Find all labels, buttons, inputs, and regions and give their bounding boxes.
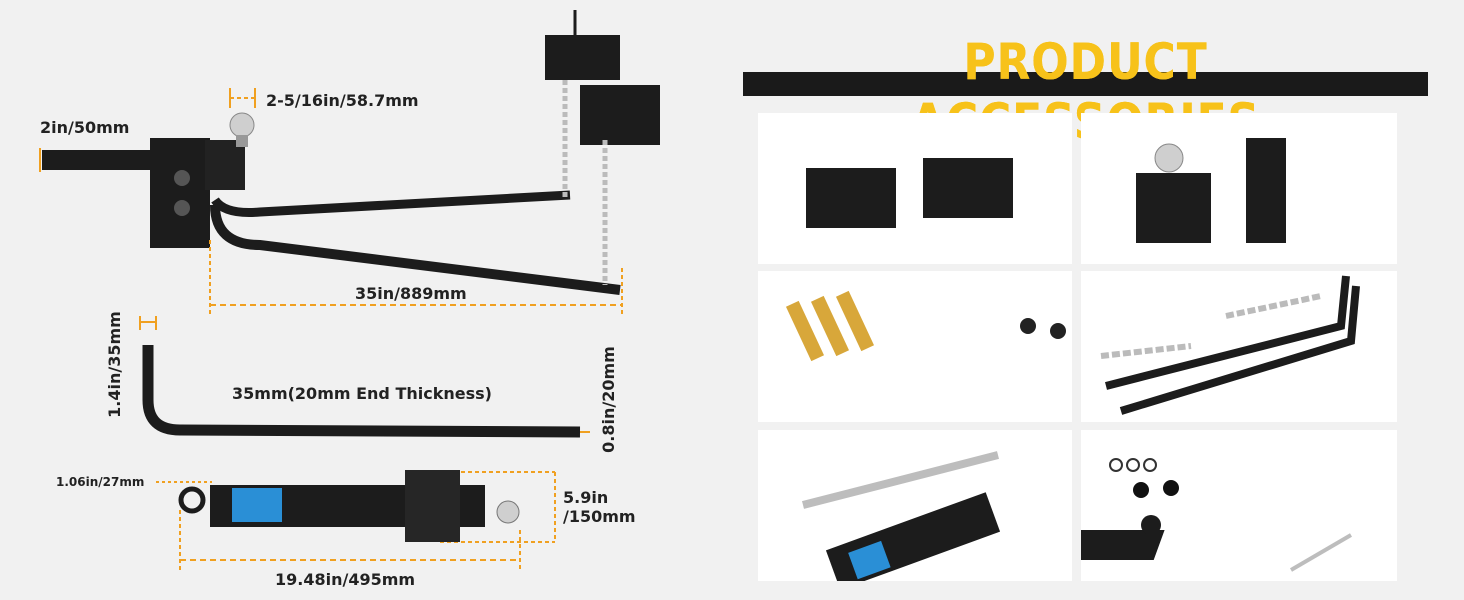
- dim-brace-height-2: /150mm: [563, 507, 636, 526]
- sway-eye: [178, 486, 206, 514]
- dim-bar-top: 1.4in/35mm: [104, 311, 124, 418]
- ball-plate: [1081, 530, 1165, 560]
- dimension-lines: [39, 88, 623, 570]
- washer: [1143, 458, 1157, 472]
- spring-bar-upper: [211, 190, 571, 217]
- tile-hardware-plate: [1081, 430, 1397, 581]
- dimension-diagram: 2-5/16in/58.7mm 2in/50mm 35in/889mm 1.4i…: [39, 10, 660, 589]
- dim-brace-height-1: 5.9in: [563, 488, 609, 507]
- spring-bar: [1105, 275, 1350, 390]
- bracket: [806, 168, 896, 228]
- pin: [1289, 533, 1353, 572]
- dim-bar-thickness: 35mm(20mm End Thickness): [232, 384, 492, 403]
- sway-label: [232, 488, 282, 522]
- ball: [1154, 143, 1184, 173]
- chain: [1225, 293, 1322, 319]
- accessories-panel: PRODUCT ACCESSORIES: [735, 0, 1464, 600]
- bracket: [923, 158, 1013, 218]
- sway-clamp: [405, 470, 460, 542]
- tile-frame-brackets: [758, 113, 1072, 264]
- chain: [1100, 343, 1192, 359]
- washer: [1020, 318, 1036, 334]
- washer: [1050, 323, 1066, 339]
- dim-brace-length: 19.48in/495mm: [275, 570, 416, 589]
- hitch-shank: [42, 150, 182, 170]
- bolt: [810, 295, 850, 357]
- dim-ball-width: 2-5/16in/58.7mm: [266, 91, 419, 110]
- washer: [1126, 458, 1140, 472]
- bolt: [174, 170, 190, 186]
- dim-bar-length: 35in/889mm: [355, 284, 467, 303]
- sway-label: [848, 540, 891, 580]
- tile-bolts-kit: [758, 271, 1072, 422]
- washer: [1133, 482, 1149, 498]
- plate-ball: [1141, 515, 1161, 535]
- tile-hitch-head: [1081, 113, 1397, 264]
- shank: [1246, 138, 1286, 243]
- ball-mount: [205, 140, 245, 190]
- tile-chains-bars: [1081, 271, 1397, 422]
- spring-bar-lower: [210, 204, 621, 295]
- ball-neck: [236, 135, 248, 147]
- tile-sway-control: [758, 430, 1072, 581]
- title-bar: [743, 72, 1428, 96]
- washer: [1109, 458, 1123, 472]
- dim-brace-width: 1.06in/27mm: [56, 475, 145, 489]
- dim-shank: 2in/50mm: [40, 118, 130, 137]
- sway-ball: [496, 500, 520, 524]
- bolt: [785, 300, 825, 362]
- hitch-ball: [229, 112, 255, 138]
- frame-bracket: [580, 85, 660, 145]
- dim-bar-end: 0.8in/20mm: [598, 346, 618, 453]
- bolt: [174, 200, 190, 216]
- sway-body: [825, 492, 1001, 581]
- washer: [1163, 480, 1179, 496]
- spring-bar-side: [142, 345, 581, 438]
- rod: [802, 451, 999, 509]
- bolt: [835, 290, 875, 352]
- hitch-head: [150, 138, 210, 248]
- spring-bar: [1119, 285, 1360, 415]
- head: [1136, 173, 1211, 243]
- hitch-drawing: [39, 10, 660, 570]
- frame-bracket: [545, 35, 620, 80]
